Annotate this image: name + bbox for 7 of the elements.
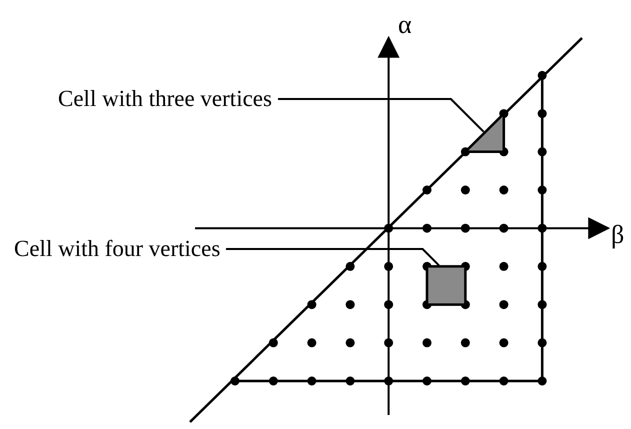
axis-label: β (611, 222, 624, 248)
callout-text: Cell with three vertices (58, 86, 272, 112)
axis-label: α (398, 12, 412, 38)
callout-text: Cell with four vertices (14, 236, 220, 262)
leader-line (226, 248, 440, 266)
square-cell (426, 265, 467, 306)
leader-line (278, 98, 484, 132)
